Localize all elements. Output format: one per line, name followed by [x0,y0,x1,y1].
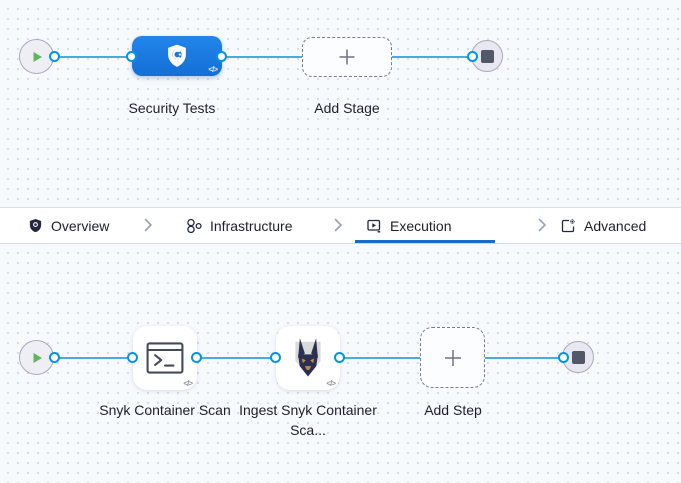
stage-out-port [216,51,227,62]
step-label: Snyk Container Scan [99,402,231,418]
active-tab-underline [355,240,495,243]
stage-label: Security Tests [128,100,216,116]
stage-canvas: </> Security Tests Add Stage [0,0,681,207]
chevron-right-icon [538,218,547,237]
step-label: Ingest Snyk Container Sca... [239,402,377,438]
snyk-doberman-icon [290,337,326,379]
terminal-icon [146,342,184,374]
code-icon: </> [183,379,193,388]
execution-step-canvas: </> </> [0,244,681,483]
tab-overview[interactable]: Overview [28,208,109,243]
stop-icon [480,49,494,63]
shield-scan-icon [164,43,190,69]
code-icon: </> [208,65,218,74]
play-icon [31,51,43,63]
plus-icon [441,346,465,370]
end-in-port [467,51,478,62]
tab-label: Advanced [584,217,647,234]
stage-node-security-tests[interactable]: </> [132,36,222,76]
end-in-port [558,352,569,363]
step1-in-port [127,352,138,363]
add-step-label: Add Step [424,402,482,418]
step-node-snyk-container-scan[interactable]: </> [133,326,197,390]
add-stage-label: Add Stage [314,100,380,116]
stage-config-tabbar: Overview Infrastructure [0,207,681,244]
pipeline-start-node [19,39,54,74]
step2-out-port [334,352,345,363]
step2-in-port [270,352,281,363]
tab-label: Overview [51,217,110,234]
tab-infrastructure[interactable]: Infrastructure [186,208,292,243]
tab-advanced[interactable]: Advanced [560,208,646,243]
start-out-port [49,352,60,363]
tab-label: Infrastructure [210,217,293,234]
execution-play-icon [366,218,382,234]
execution-start-node [19,340,54,375]
tab-label: Execution [390,217,452,234]
chevron-right-icon [144,218,153,237]
chevron-right-icon [334,218,343,237]
start-out-port [49,51,60,62]
code-icon: </> [326,379,336,388]
add-step-button[interactable] [420,327,485,388]
add-stage-button[interactable] [302,37,392,77]
stage-in-port [126,51,137,62]
shield-icon [28,218,43,233]
play-icon [31,352,43,364]
stage-connector-line [37,56,473,58]
advanced-gear-icon [560,218,576,234]
infrastructure-nodes-icon [186,218,202,234]
plus-icon [336,46,358,68]
step-node-ingest-snyk[interactable]: </> [276,326,340,390]
stop-icon [571,350,585,364]
step1-out-port [191,352,202,363]
tab-execution[interactable]: Execution [366,208,451,243]
